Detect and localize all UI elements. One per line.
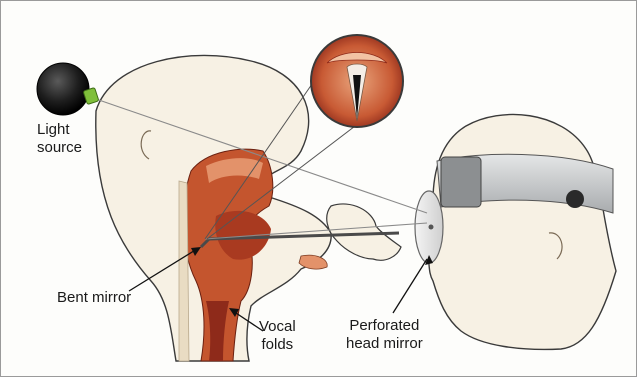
mirror-perforation [429,225,434,230]
label-vocal-folds: Vocal folds [259,318,296,354]
spine [179,181,189,361]
examiner-head-outline [424,114,616,349]
light-source-bulb [37,63,89,115]
pointer-head-mirror [393,259,427,313]
label-bent-mirror: Bent mirror [57,289,131,307]
headband-knob [566,190,584,208]
label-head-mirror: Perforated head mirror [346,317,423,353]
headband-buckle [441,157,481,207]
label-light-source: Light source [37,121,82,157]
